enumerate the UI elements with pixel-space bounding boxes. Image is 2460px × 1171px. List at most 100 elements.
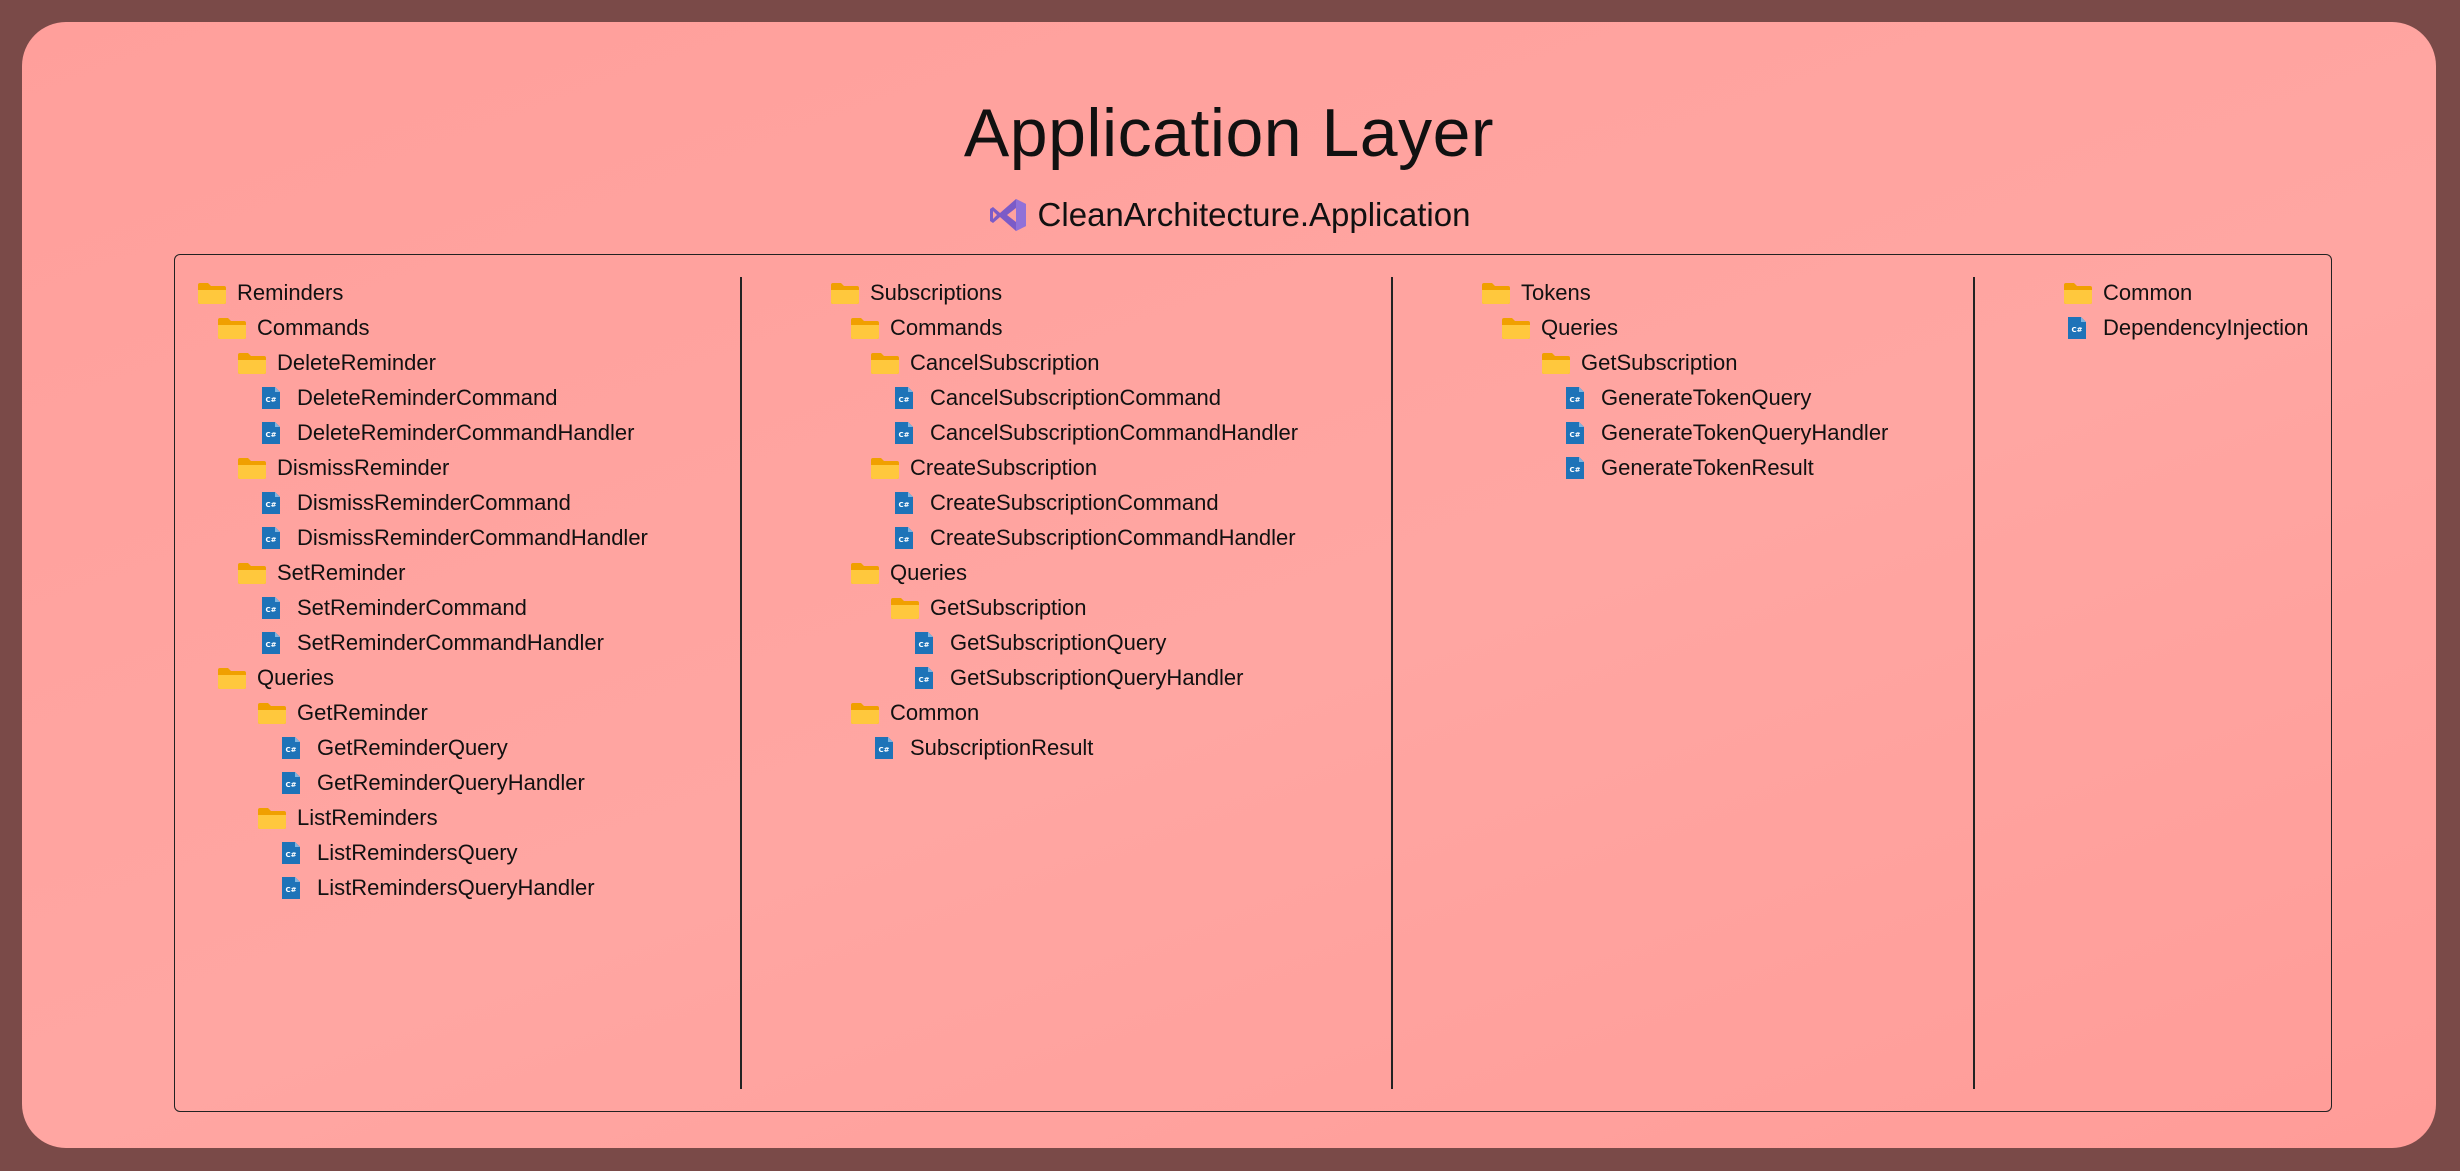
svg-text:C#: C# [1569,431,1580,439]
file-item[interactable]: C# ListRemindersQuery [197,835,648,870]
folder-item[interactable]: SetReminder [197,555,648,590]
svg-text:C#: C# [265,431,276,439]
folder-icon [870,456,900,480]
folder-icon [237,351,267,375]
svg-text:C#: C# [898,536,909,544]
svg-text:C#: C# [1569,396,1580,404]
svg-text:C#: C# [1569,466,1580,474]
svg-text:C#: C# [898,431,909,439]
item-label: GenerateTokenResult [1601,454,1814,480]
svg-text:C#: C# [285,746,296,754]
folder-icon [1501,316,1531,340]
file-item[interactable]: C# SetReminderCommand [197,590,648,625]
svg-text:C#: C# [285,886,296,894]
folder-item[interactable]: Commands [830,310,1298,345]
file-item[interactable]: C# GetSubscriptionQueryHandler [830,660,1298,695]
csharp-file-icon: C# [261,386,283,410]
csharp-file-icon: C# [281,771,303,795]
folder-item[interactable]: Queries [197,660,648,695]
folder-item[interactable]: GetSubscription [1481,345,1888,380]
folder-item[interactable]: Reminders [197,275,648,310]
file-item[interactable]: C#CancelSubscriptionCommandHandler [830,415,1298,450]
svg-text:C#: C# [878,746,889,754]
file-item[interactable]: C# GenerateTokenQueryHandler [1481,415,1888,450]
file-item[interactable]: C#DeleteReminderCommand [197,380,648,415]
file-item[interactable]: C#GetReminderQueryHandler [197,765,648,800]
item-label: GetSubscription [1581,349,1738,375]
folder-icon [217,316,247,340]
item-label: SetReminderCommandHandler [297,629,604,655]
item-label: CreateSubscriptionCommandHandler [930,524,1296,550]
folder-item[interactable]: GetSubscription [830,590,1298,625]
folder-item[interactable]: DismissReminder [197,450,648,485]
item-label: CancelSubscriptionCommand [930,384,1222,410]
item-label: GenerateTokenQuery [1601,384,1812,410]
item-label: ListRemindersQuery [317,839,518,865]
item-label: Tokens [1521,279,1591,305]
csharp-file-icon: C# [1565,386,1587,410]
item-label: DismissReminderCommand [297,489,571,515]
item-label: SetReminderCommand [297,594,527,620]
svg-text:C#: C# [918,676,929,684]
csharp-file-icon: C# [1565,456,1587,480]
item-label: GenerateTokenQueryHandler [1601,419,1889,445]
csharp-file-icon: C# [894,526,916,550]
csharp-file-icon: C# [281,876,303,900]
csharp-file-icon: C# [281,841,303,865]
item-label: DeleteReminderCommandHandler [297,419,635,445]
folder-item[interactable]: CancelSubscription [830,345,1298,380]
visual-studio-icon [989,199,1026,231]
csharp-file-icon: C# [874,736,896,760]
svg-text:C#: C# [265,641,276,649]
folder-icon [830,281,860,305]
csharp-file-icon: C# [261,526,283,550]
file-item[interactable]: C#SubscriptionResult [830,730,1298,765]
csharp-file-icon: C# [261,491,283,515]
folder-item[interactable]: Tokens [1481,275,1888,310]
item-label: GetSubscriptionQueryHandler [950,664,1244,690]
csharp-file-icon: C# [2067,316,2089,340]
csharp-file-icon: C# [894,386,916,410]
folder-icon [850,316,880,340]
svg-text:C#: C# [285,851,296,859]
file-item[interactable]: C#DependencyInjection [2063,310,2308,345]
file-item[interactable]: C# CancelSubscriptionCommand [830,380,1298,415]
item-label: DismissReminder [277,454,450,480]
folder-item[interactable]: Common [830,695,1298,730]
item-label: Queries [1541,314,1619,340]
folder-item[interactable]: Queries [830,555,1298,590]
csharp-file-icon: C# [261,631,283,655]
folder-item[interactable]: DeleteReminder [197,345,648,380]
csharp-file-icon: C# [894,491,916,515]
file-item[interactable]: C# GenerateTokenQuery [1481,380,1888,415]
item-label: Subscriptions [870,279,1003,305]
folder-item[interactable]: CreateSubscription [830,450,1298,485]
file-item[interactable]: C#GetSubscriptionQuery [830,625,1298,660]
item-label: Commands [890,314,1003,340]
project-name: CleanArchitecture.Application [1037,196,1471,233]
svg-text:C#: C# [265,501,276,509]
file-item[interactable]: C# GenerateTokenResult [1481,450,1888,485]
folder-item[interactable]: Queries [1481,310,1888,345]
file-item[interactable]: C# SetReminderCommandHandler [197,625,648,660]
folder-item[interactable]: Commands [197,310,648,345]
project-header: CleanArchitecture.Application [22,196,2436,234]
item-label: CreateSubscriptionCommand [930,489,1219,515]
file-item[interactable]: C# DeleteReminderCommandHandler [197,415,648,450]
svg-text:C#: C# [918,641,929,649]
file-item[interactable]: C#ListRemindersQueryHandler [197,870,648,905]
file-item[interactable]: C# DismissReminderCommand [197,485,648,520]
csharp-file-icon: C# [261,596,283,620]
file-item[interactable]: C#GetReminderQuery [197,730,648,765]
folder-item[interactable]: ListReminders [197,800,648,835]
folder-item[interactable]: Subscriptions [830,275,1298,310]
folder-icon [237,456,267,480]
file-item[interactable]: C# CreateSubscriptionCommandHandler [830,520,1298,555]
file-item[interactable]: C# CreateSubscriptionCommand [830,485,1298,520]
file-item[interactable]: C#DismissReminderCommandHandler [197,520,648,555]
folder-item[interactable]: Common [2063,275,2308,310]
folder-icon [197,281,227,305]
folder-item[interactable]: GetReminder [197,695,648,730]
folder-icon [257,701,287,725]
